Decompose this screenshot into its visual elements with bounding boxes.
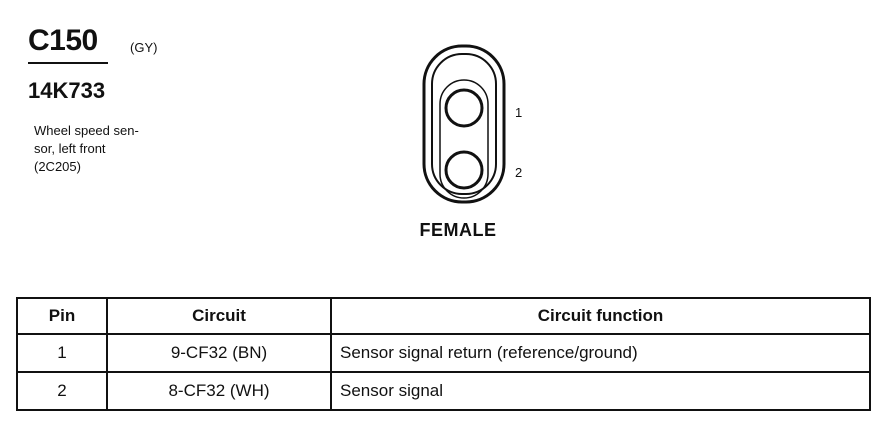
description-line: sor, left front [34, 141, 106, 156]
part-number: 14K733 [28, 78, 106, 103]
header-circuit-function: Circuit function [330, 297, 871, 335]
connector-outer-shell [422, 44, 506, 204]
connector-description: Wheel speed sen- sor, left front (2C205) [34, 122, 184, 176]
table-row: 1 9-CF32 (BN) Sensor signal return (refe… [16, 333, 871, 373]
cell-circuit: 8-CF32 (WH) [106, 371, 332, 411]
connector-cavity-housing [439, 79, 489, 199]
cell-circuit-function: Sensor signal [330, 371, 871, 411]
connector-inner-shell [431, 53, 497, 195]
pin-2-label: 2 [515, 165, 522, 180]
description-line: (2C205) [34, 159, 81, 174]
connector-color-code: (GY) [130, 40, 158, 55]
cell-pin: 1 [16, 333, 108, 373]
header-pin: Pin [16, 297, 108, 335]
cell-pin: 2 [16, 371, 108, 411]
pin-2-cavity [444, 150, 484, 190]
connector-gender-label: FEMALE [419, 220, 497, 240]
pin-1-cavity [444, 88, 484, 128]
connector-id: C150 [28, 24, 98, 57]
connector-face-diagram: 1 2 [422, 44, 522, 204]
description-line: Wheel speed sen- [34, 123, 139, 138]
pin-table: Pin Circuit Circuit function 1 9-CF32 (B… [16, 297, 871, 411]
table-row: 2 8-CF32 (WH) Sensor signal [16, 371, 871, 411]
cell-circuit: 9-CF32 (BN) [106, 333, 332, 373]
table-header-row: Pin Circuit Circuit function [16, 297, 871, 335]
connector-id-underline [28, 62, 108, 64]
header-circuit: Circuit [106, 297, 332, 335]
cell-circuit-function: Sensor signal return (reference/ground) [330, 333, 871, 373]
pin-1-label: 1 [515, 105, 522, 120]
